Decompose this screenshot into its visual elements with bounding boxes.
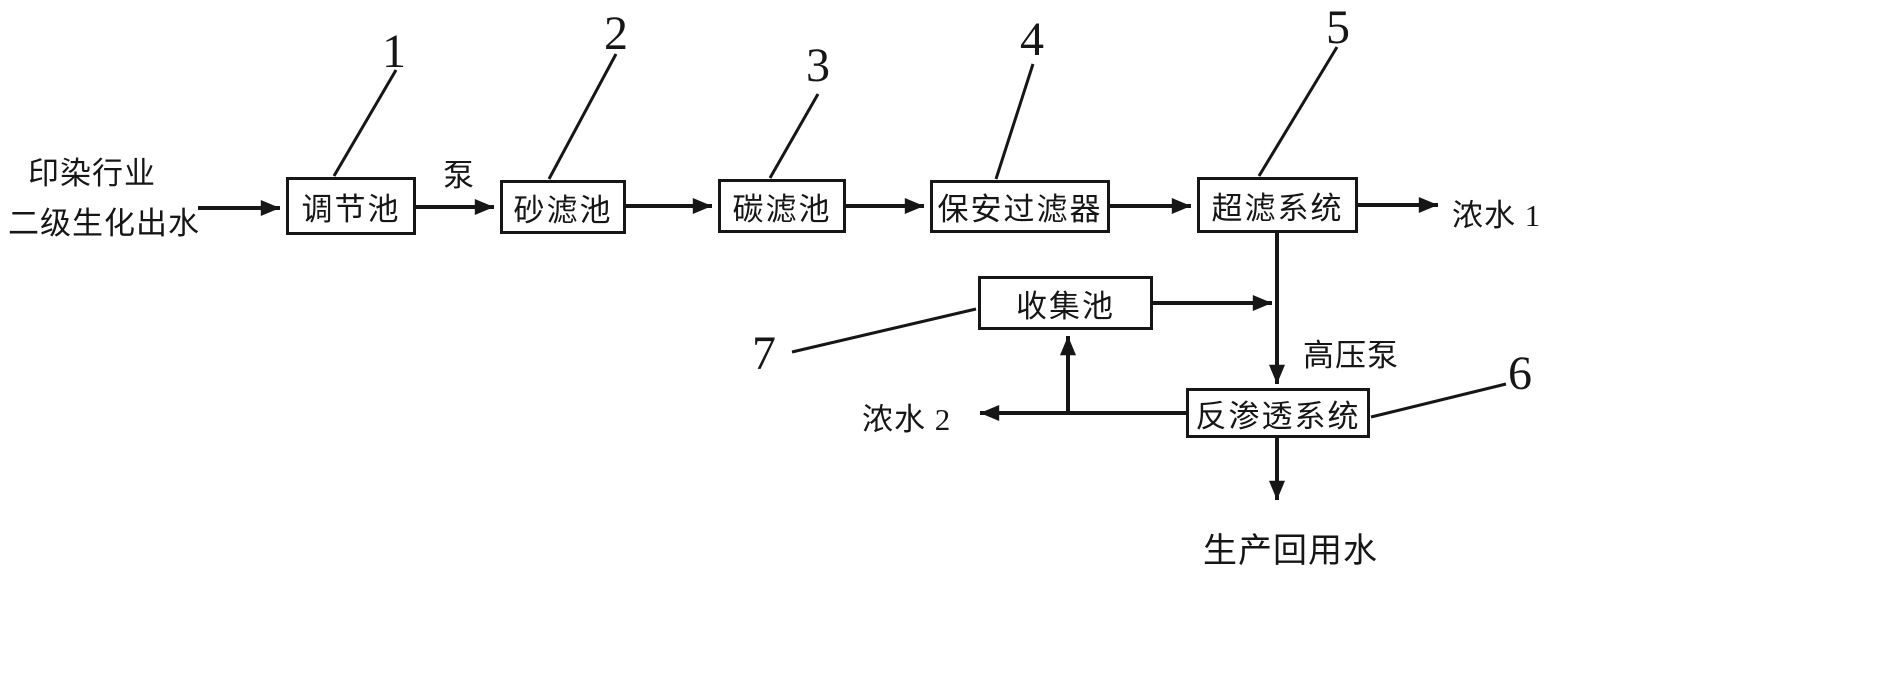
concentrate2-label: 浓水 2: [862, 402, 952, 437]
pump-label: 泵: [443, 158, 475, 193]
leader-line-ref2: [547, 53, 618, 180]
leader-line-ref3: [768, 93, 820, 179]
product-water-label: 生产回用水: [1203, 533, 1378, 570]
ref-number-7: 7: [752, 327, 776, 380]
leader-line-ref4: [994, 63, 1035, 180]
leader-line-ref7: [791, 307, 977, 354]
box-regulating-tank: 调节池: [286, 177, 416, 235]
ref-number-1: 1: [382, 25, 406, 78]
box-carbon-filter: 碳滤池: [718, 179, 846, 233]
box-reverse-osmosis: 反渗透系统: [1186, 388, 1370, 438]
ref-number-6: 6: [1508, 347, 1532, 400]
ref-number-2: 2: [604, 7, 628, 60]
leader-line-ref1: [332, 69, 398, 177]
source-label-line1: 印染行业: [28, 156, 156, 191]
box-collection-tank: 收集池: [978, 276, 1153, 330]
ref-number-3: 3: [806, 39, 830, 92]
leader-line-ref5: [1257, 46, 1339, 177]
source-label-line2: 二级生化出水: [8, 206, 200, 241]
leader-line-ref6: [1370, 382, 1507, 419]
box-security-filter: 保安过滤器: [930, 180, 1110, 233]
box-sand-filter: 砂滤池: [500, 180, 626, 234]
box-ultrafiltration: 超滤系统: [1197, 177, 1358, 233]
ref-number-4: 4: [1020, 13, 1044, 66]
ref-number-5: 5: [1326, 1, 1350, 54]
high-pressure-pump-label: 高压泵: [1303, 338, 1399, 373]
concentrate1-label: 浓水 1: [1452, 198, 1542, 233]
